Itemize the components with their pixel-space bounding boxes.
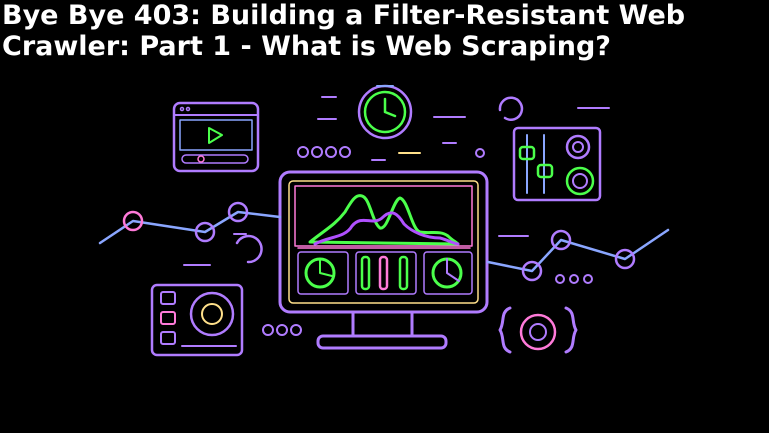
monitor-icon bbox=[278, 170, 489, 350]
page-title: Bye Bye 403: Building a Filter-Resistant… bbox=[2, 0, 686, 62]
mobile-panel-icon bbox=[150, 283, 244, 357]
chart-icon bbox=[308, 194, 460, 246]
gear-icon bbox=[498, 306, 578, 354]
media-player-icon bbox=[172, 101, 260, 173]
clock-icon bbox=[357, 84, 413, 140]
control-panel-icon bbox=[512, 126, 602, 202]
refresh-icon bbox=[235, 96, 524, 264]
